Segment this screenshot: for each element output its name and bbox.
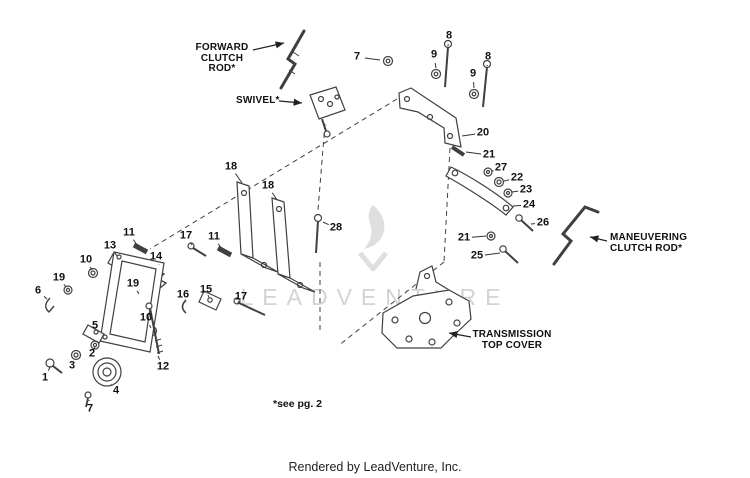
part-number-6: 6: [34, 284, 42, 297]
part-number-19: 19: [126, 277, 140, 290]
part-number-16: 16: [176, 288, 190, 301]
part-number-12: 12: [156, 360, 170, 373]
part-number-9: 9: [430, 48, 438, 61]
footer-credit: Rendered by LeadVenture, Inc.: [288, 460, 462, 474]
label-swivel: SWIVEL*: [236, 95, 280, 106]
forward-clutch-rod-part: [279, 29, 306, 90]
part-number-2: 2: [88, 347, 96, 360]
part-number-5: 5: [91, 319, 99, 332]
part-number-28: 28: [329, 221, 343, 234]
part-number-19: 19: [52, 271, 66, 284]
part-number-10: 10: [139, 311, 153, 324]
label-maneuvering-clutch-rod: MANEUVERING CLUTCH ROD*: [610, 232, 688, 254]
part-number-1: 1: [41, 371, 49, 384]
part-number-14: 14: [149, 250, 163, 263]
part-number-8: 8: [484, 50, 492, 63]
frame-bracket-part: [99, 251, 165, 353]
part-number-4: 4: [112, 384, 120, 397]
part-number-21: 21: [482, 148, 496, 161]
part-number-7: 7: [86, 402, 94, 415]
bolts-17: [187, 242, 266, 316]
part-number-10: 10: [79, 253, 93, 266]
bolt-28-part: [313, 213, 323, 254]
part-number-3: 3: [68, 359, 76, 372]
part-number-24: 24: [522, 198, 536, 211]
idler-pulley-group: [45, 340, 122, 408]
part-number-13: 13: [103, 239, 117, 252]
top-fasteners: [382, 39, 492, 108]
part-number-9: 9: [469, 67, 477, 80]
part-number-11: 11: [123, 226, 135, 239]
part-number-17: 17: [179, 229, 193, 242]
support-brackets: [236, 181, 316, 293]
part-number-8: 8: [445, 29, 453, 42]
part-number-22: 22: [510, 171, 524, 184]
swivel-part: [309, 86, 346, 138]
label-forward-clutch-rod: FORWARD CLUTCH ROD*: [195, 42, 249, 74]
part-number-18: 18: [261, 179, 275, 192]
label-arrows: [252, 41, 608, 339]
mounting-bracket-part: [398, 87, 462, 148]
pins-11: [132, 242, 233, 258]
part-number-7: 7: [353, 50, 361, 63]
bolt-12-part: [145, 302, 164, 355]
callout-leader-lines: [43, 43, 536, 402]
part-number-21: 21: [457, 231, 471, 244]
part-number-15: 15: [199, 283, 213, 296]
part-number-18: 18: [224, 160, 238, 173]
part-number-27: 27: [494, 161, 508, 174]
part-number-20: 20: [476, 126, 490, 139]
see-page-note: *see pg. 2: [273, 398, 323, 410]
lever-assembly: [445, 145, 534, 264]
maneuvering-clutch-rod-part: [552, 205, 600, 266]
label-transmission-top-cover: TRANSMISSION TOP COVER: [472, 329, 552, 351]
part-number-23: 23: [519, 183, 533, 196]
part-number-11: 11: [208, 230, 220, 243]
part-number-17: 17: [234, 290, 248, 303]
transmission-top-cover-part: [381, 265, 472, 349]
part-number-25: 25: [470, 249, 484, 262]
part-number-26: 26: [536, 216, 550, 229]
